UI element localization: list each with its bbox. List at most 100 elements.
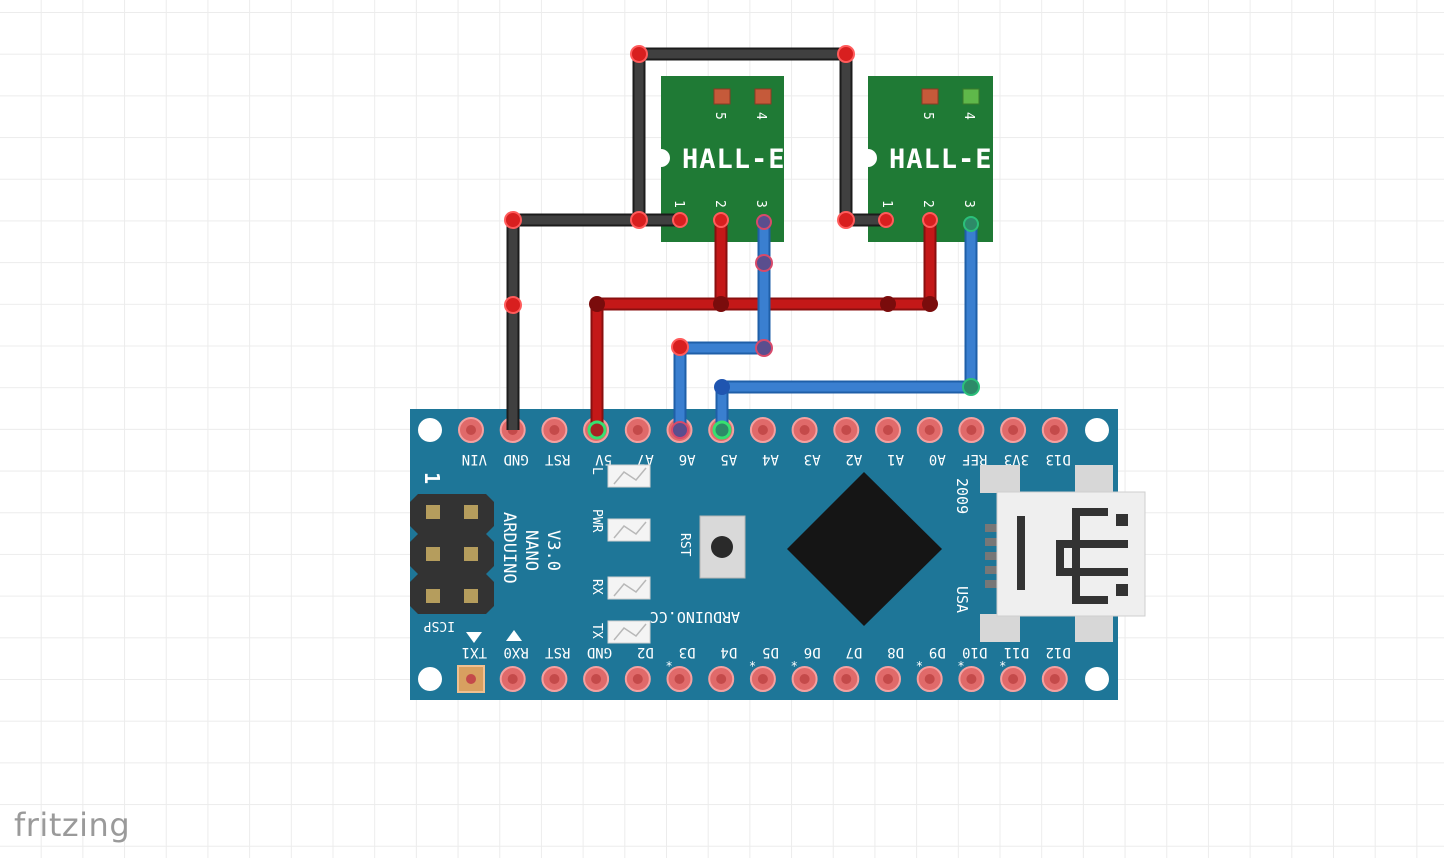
pad-5[interactable] — [713, 88, 731, 105]
pin-label-4: 4 — [961, 112, 976, 120]
wire-junctions — [589, 296, 938, 312]
pin-hole — [549, 674, 560, 684]
pin-hole — [549, 425, 560, 435]
signal-bendpoints — [671, 214, 773, 439]
pin-label-1: 1 — [671, 200, 686, 208]
board-name-line1: ARDUINO — [499, 512, 519, 584]
pwm-marker: * — [791, 659, 798, 673]
signal-wires[interactable] — [675, 222, 976, 430]
microcontroller-chip — [787, 472, 942, 626]
pin-hole — [466, 674, 476, 684]
top-pin-label: VIN — [462, 451, 487, 467]
bottom-pin-label: D9 — [929, 644, 946, 660]
bottom-pin-label: D3 — [679, 644, 696, 660]
status-leds: L PWR RX TX — [589, 464, 651, 644]
top-pin-label: REF — [962, 451, 987, 467]
led-label: RX — [589, 579, 604, 595]
sensor-label: HALL-E — [682, 144, 786, 175]
bottom-pin-label: D6 — [804, 644, 821, 660]
pin-hole — [757, 674, 768, 684]
top-pin-label: RST — [545, 451, 571, 467]
pin-hole — [841, 674, 852, 684]
top-pin-label: A3 — [804, 451, 821, 467]
pad-5[interactable] — [921, 88, 939, 105]
country-label: USA — [953, 586, 971, 613]
mount-hole — [859, 149, 877, 167]
wires — [504, 45, 980, 440]
website-label: ARDUINO.CC — [650, 608, 740, 626]
pin-hole — [674, 674, 685, 684]
pwm-marker: * — [749, 659, 756, 673]
led-label: PWR — [589, 509, 604, 533]
top-pin-label: A7 — [637, 451, 654, 467]
bottom-pin-label: RST — [545, 644, 571, 660]
top-pin-label: A1 — [887, 451, 904, 467]
pwm-marker: * — [999, 659, 1006, 673]
led-trace — [613, 467, 647, 485]
signal2-bendpoints — [587, 216, 980, 440]
pin-hole — [1008, 425, 1019, 435]
bottom-pin-label: TX1 — [462, 644, 487, 660]
board-name-line2: NANO — [521, 530, 541, 571]
icsp-header[interactable] — [410, 494, 494, 614]
pin-label-3: 3 — [961, 200, 976, 208]
icsp-label: ICSP — [424, 618, 455, 633]
bottom-pin-label: RX0 — [503, 644, 528, 660]
mini-usb-connector[interactable] — [980, 465, 1146, 642]
pin-label-4: 4 — [753, 112, 768, 120]
pin-label-5: 5 — [920, 112, 935, 120]
mount-hole — [418, 418, 442, 442]
fritzing-watermark: fritzing — [14, 806, 131, 844]
top-pin-label: A0 — [929, 451, 946, 467]
top-pin-label: 5V — [595, 451, 612, 467]
bottom-pin-label: D11 — [1004, 644, 1029, 660]
top-pin-label: GND — [503, 451, 528, 467]
bottom-pin-label: D8 — [887, 644, 904, 660]
pin-hole — [924, 674, 935, 684]
pin-hole — [924, 425, 935, 435]
bottom-pin-label: D7 — [845, 644, 862, 660]
led-label: L — [589, 467, 604, 475]
icsp-pin1-label: 1 — [420, 472, 444, 484]
pwm-marker: * — [666, 659, 673, 673]
bottom-pin-label: D2 — [637, 644, 654, 660]
pin-hole — [841, 425, 852, 435]
pin-hole — [632, 674, 643, 684]
led-trace — [613, 521, 647, 539]
rx-arrow-icon — [506, 630, 522, 641]
pin-label-1: 1 — [879, 200, 894, 208]
year-label: 2009 — [953, 478, 971, 514]
pin-hole — [1008, 674, 1019, 684]
tx-arrow-icon — [466, 632, 482, 643]
pin-hole — [757, 425, 768, 435]
bottom-pin-label: GND — [587, 644, 612, 660]
top-pin-label: 3V3 — [1004, 451, 1029, 467]
led-label: TX — [589, 623, 604, 639]
sensor-label: HALL-E — [889, 144, 993, 175]
pin-label-2: 2 — [920, 200, 935, 208]
wire-bendpoints — [504, 45, 938, 356]
pin-hole — [799, 674, 810, 684]
top-pin-label: A6 — [679, 451, 696, 467]
board-name-line3: V3.0 — [543, 530, 563, 571]
pad-4[interactable] — [754, 88, 772, 105]
bottom-pin-label: D5 — [762, 644, 779, 660]
reset-button[interactable] — [699, 515, 746, 579]
pin-hole — [799, 425, 810, 435]
pin-hole — [632, 425, 643, 435]
pin-label-3: 3 — [753, 200, 768, 208]
top-pin-label: A2 — [845, 451, 862, 467]
pad-4[interactable] — [962, 88, 980, 105]
bottom-pin-label: D4 — [720, 644, 737, 660]
reset-label: RST — [677, 533, 692, 557]
pin-hole — [1049, 425, 1060, 435]
pin-hole — [507, 674, 518, 684]
top-pin-label: D13 — [1046, 451, 1071, 467]
pin-hole — [883, 674, 893, 684]
pin-hole — [883, 425, 893, 435]
pin-hole — [716, 674, 727, 684]
pwm-marker: * — [916, 659, 923, 673]
